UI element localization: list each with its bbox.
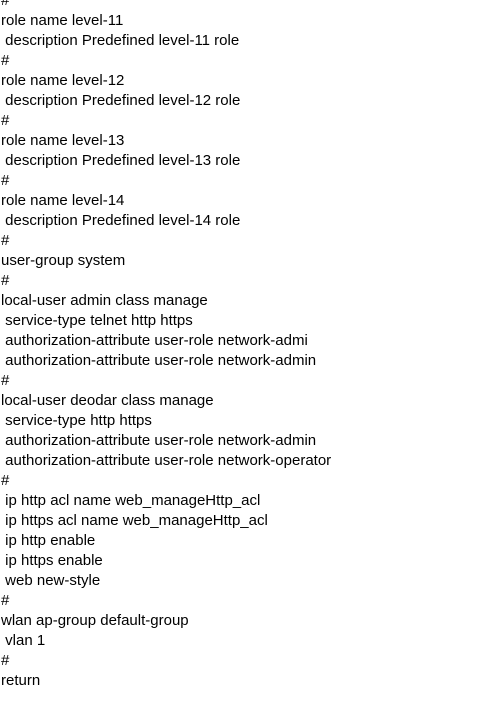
section-separator: # (1, 272, 10, 289)
config-section-header: local-user deodar class manage (1, 392, 214, 409)
section-separator: # (1, 232, 10, 249)
section-separator: # (1, 0, 10, 9)
config-attribute-line: ip http enable (1, 532, 96, 549)
config-section-header: return (1, 672, 41, 689)
config-section-header: role name level-11 (1, 12, 124, 29)
config-attribute-line: ip http acl name web_manageHttp_acl (1, 492, 261, 509)
config-attribute-line: vlan 1 (1, 632, 46, 649)
config-section-header: role name level-14 (1, 192, 125, 209)
config-attribute-line: description Predefined level-11 role (1, 32, 240, 49)
section-separator: # (1, 172, 10, 189)
config-attribute-line: service-type telnet http https (1, 312, 193, 329)
section-separator: # (1, 52, 10, 69)
config-section-header: role name level-12 (1, 72, 125, 89)
config-attribute-line: authorization-attribute user-role networ… (1, 352, 317, 369)
config-attribute-line: ip https acl name web_manageHttp_acl (1, 512, 268, 529)
config-attribute-line: authorization-attribute user-role networ… (1, 432, 317, 449)
config-attribute-line: web new-style (1, 572, 101, 589)
config-attribute-line: authorization-attribute user-role networ… (1, 332, 308, 349)
section-separator: # (1, 652, 10, 669)
config-text-view: # role name level-11 description Predefin… (1, 0, 485, 691)
config-attribute-line: service-type http https (1, 412, 152, 429)
config-attribute-line: description Predefined level-14 role (1, 212, 241, 229)
config-section-header: local-user admin class manage (1, 292, 208, 309)
config-section-header: user-group system (1, 252, 126, 269)
config-section-header: role name level-13 (1, 132, 125, 149)
config-attribute-line: ip https enable (1, 552, 103, 569)
section-separator: # (1, 112, 10, 129)
section-separator: # (1, 592, 10, 609)
config-section-header: wlan ap-group default-group (1, 612, 189, 629)
section-separator: # (1, 372, 10, 389)
config-attribute-line: description Predefined level-13 role (1, 152, 241, 169)
config-attribute-line: authorization-attribute user-role networ… (1, 452, 332, 469)
config-attribute-line: description Predefined level-12 role (1, 92, 241, 109)
section-separator: # (1, 472, 10, 489)
